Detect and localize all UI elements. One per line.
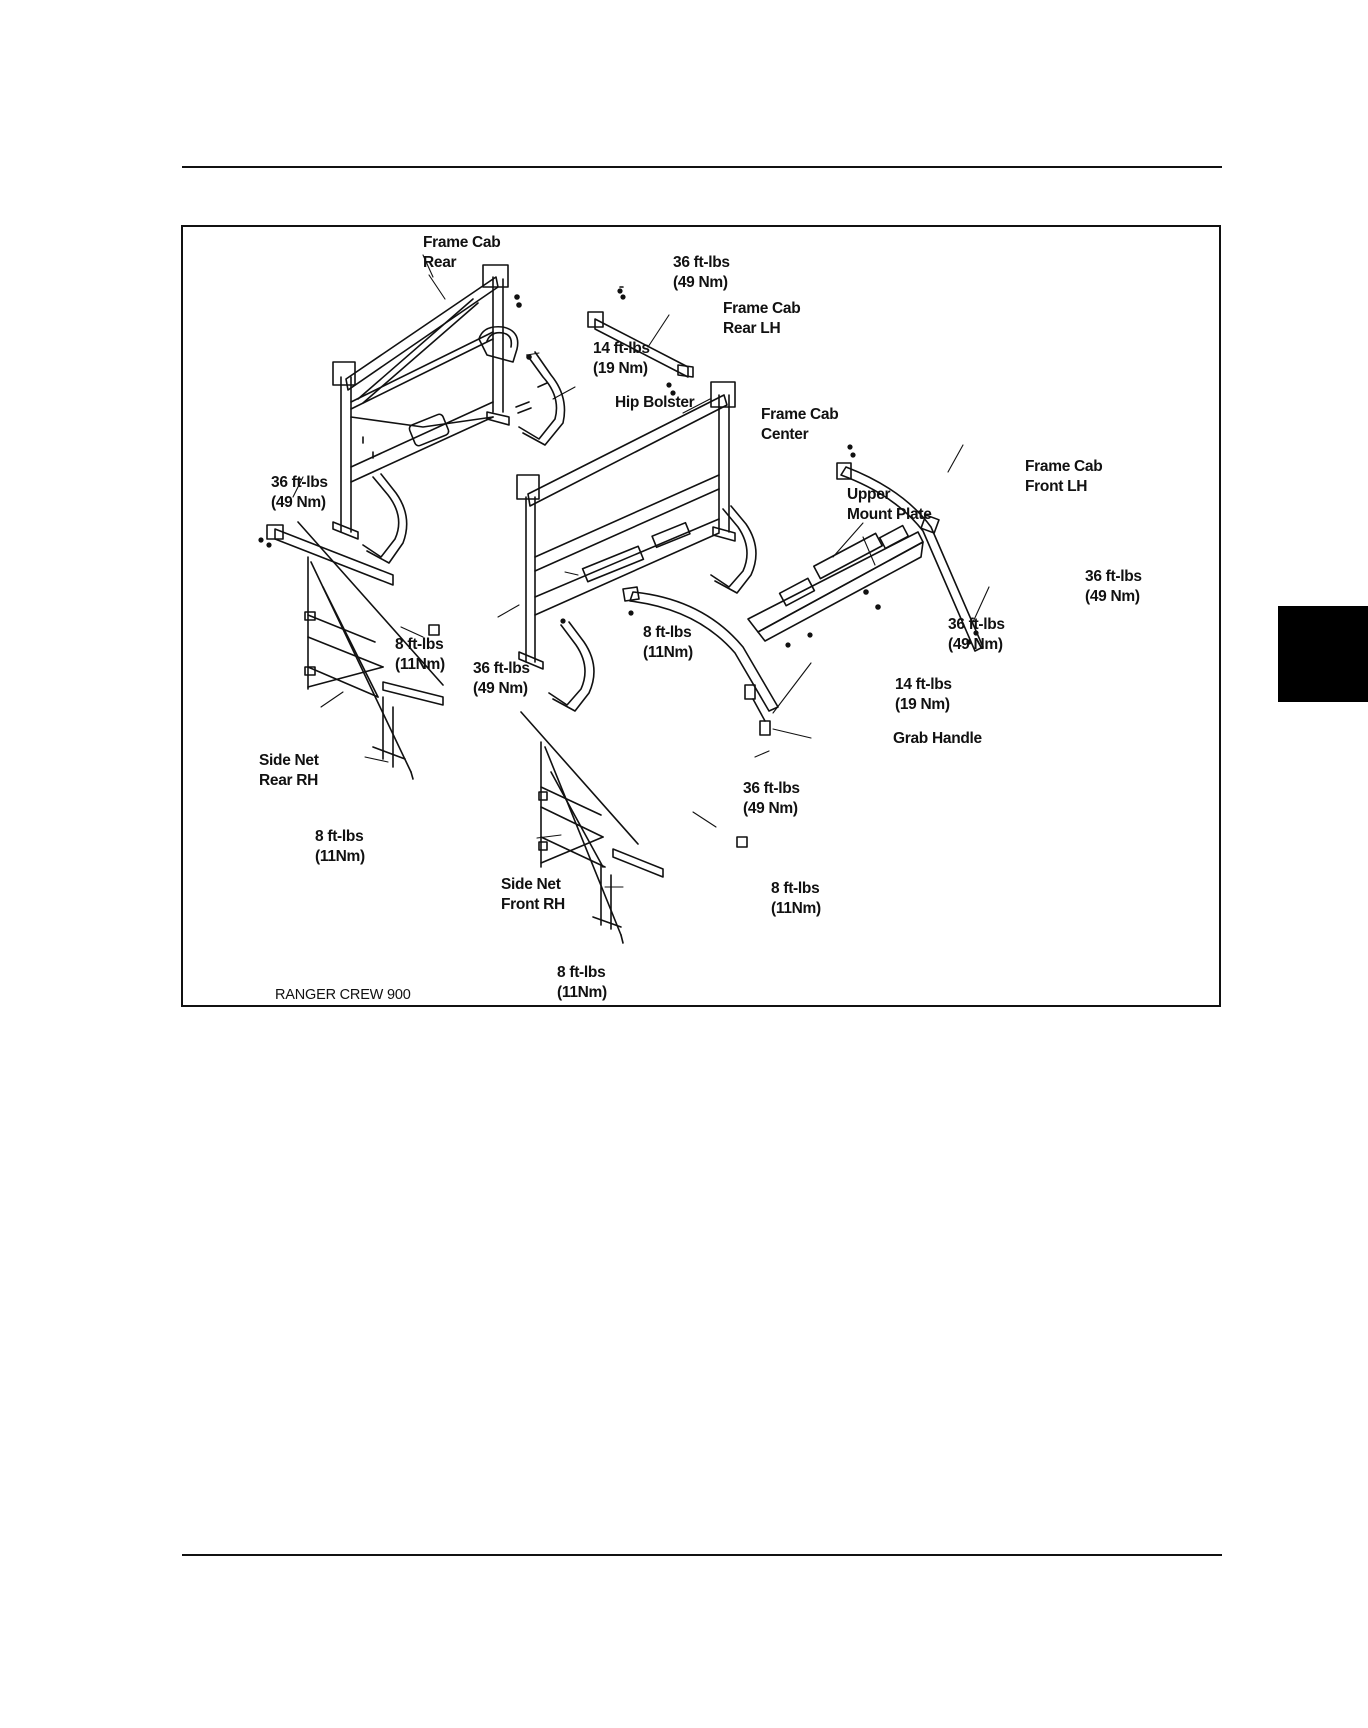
label-torque-net-front-bracket: 8 ft-lbs (11Nm) xyxy=(771,880,821,917)
label-torque-center-bolster: 8 ft-lbs (11Nm) xyxy=(643,624,693,661)
label-torque-upper-mount-plate: 36 ft-lbs (49 Nm) xyxy=(948,616,1005,653)
label-torque-frame-cab-rear-lh-top: 36 ft-lbs (49 Nm) xyxy=(673,254,730,291)
frame-cab-front-rh-tube-part xyxy=(622,586,779,712)
label-torque-center-base: 36 ft-lbs (49 Nm) xyxy=(473,660,530,697)
grab-handle-part xyxy=(744,684,771,736)
frame-cab-center-part xyxy=(516,381,736,670)
hip-bolster-rear-part xyxy=(518,351,566,446)
label-hip-bolster: Hip Bolster xyxy=(615,394,695,411)
hip-bolster-center-part xyxy=(548,618,595,712)
label-torque-net-front-bottom: 8 ft-lbs (11Nm) xyxy=(557,964,607,1001)
hip-bolster-lower-left-part xyxy=(362,473,408,564)
frame-cab-rear-part xyxy=(332,264,532,540)
side-net-rear-rh-part xyxy=(297,521,444,780)
footer-rule xyxy=(182,1554,1222,1556)
hip-bolster-right-part xyxy=(710,505,757,594)
frame-cab-rear-side-tube-part xyxy=(258,524,394,586)
label-torque-net-rear-bottom: 8 ft-lbs (11Nm) xyxy=(315,828,365,865)
frame-cab-rear-lh-part xyxy=(587,286,694,396)
header-rule xyxy=(182,166,1222,168)
label-torque-front-lh-bottom: 36 ft-lbs (49 Nm) xyxy=(1085,568,1142,605)
label-torque-front-rh-tube: 36 ft-lbs (49 Nm) xyxy=(743,780,800,817)
label-torque-rear-left: 36 ft-lbs (49 Nm) xyxy=(271,474,328,511)
label-torque-net-rear-bracket: 8 ft-lbs (11Nm) xyxy=(395,636,445,673)
label-frame-cab-rear-lh: Frame Cab Rear LH xyxy=(723,300,801,337)
label-grab-handle: Grab Handle xyxy=(893,730,982,747)
side-net-front-rh-part xyxy=(520,711,748,944)
exploded-diagram-figure: Frame Cab Rear 36 ft-lbs (49 Nm) Frame C… xyxy=(181,225,1221,1007)
label-side-net-rear-rh: Side Net Rear RH xyxy=(259,752,319,789)
leader-lines xyxy=(292,254,990,888)
upper-mount-plate-part xyxy=(747,524,924,648)
label-side-net-front-rh: Side Net Front RH xyxy=(501,876,565,913)
label-frame-cab-center: Frame Cab Center xyxy=(761,406,839,443)
label-upper-mount-plate: Upper Mount Plate xyxy=(847,486,932,523)
exploded-diagram-drawing xyxy=(258,254,990,944)
frame-cab-front-lh-part xyxy=(836,444,984,652)
figure-caption: RANGER CREW 900 xyxy=(275,987,411,1003)
chapter-tab xyxy=(1278,606,1368,702)
label-frame-cab-front-lh: Frame Cab Front LH xyxy=(1025,458,1103,495)
label-frame-cab-rear: Frame Cab Rear xyxy=(423,234,501,271)
label-torque-hip-bolster: 14 ft-lbs (19 Nm) xyxy=(593,340,650,377)
label-torque-grab-handle: 14 ft-lbs (19 Nm) xyxy=(895,676,952,713)
